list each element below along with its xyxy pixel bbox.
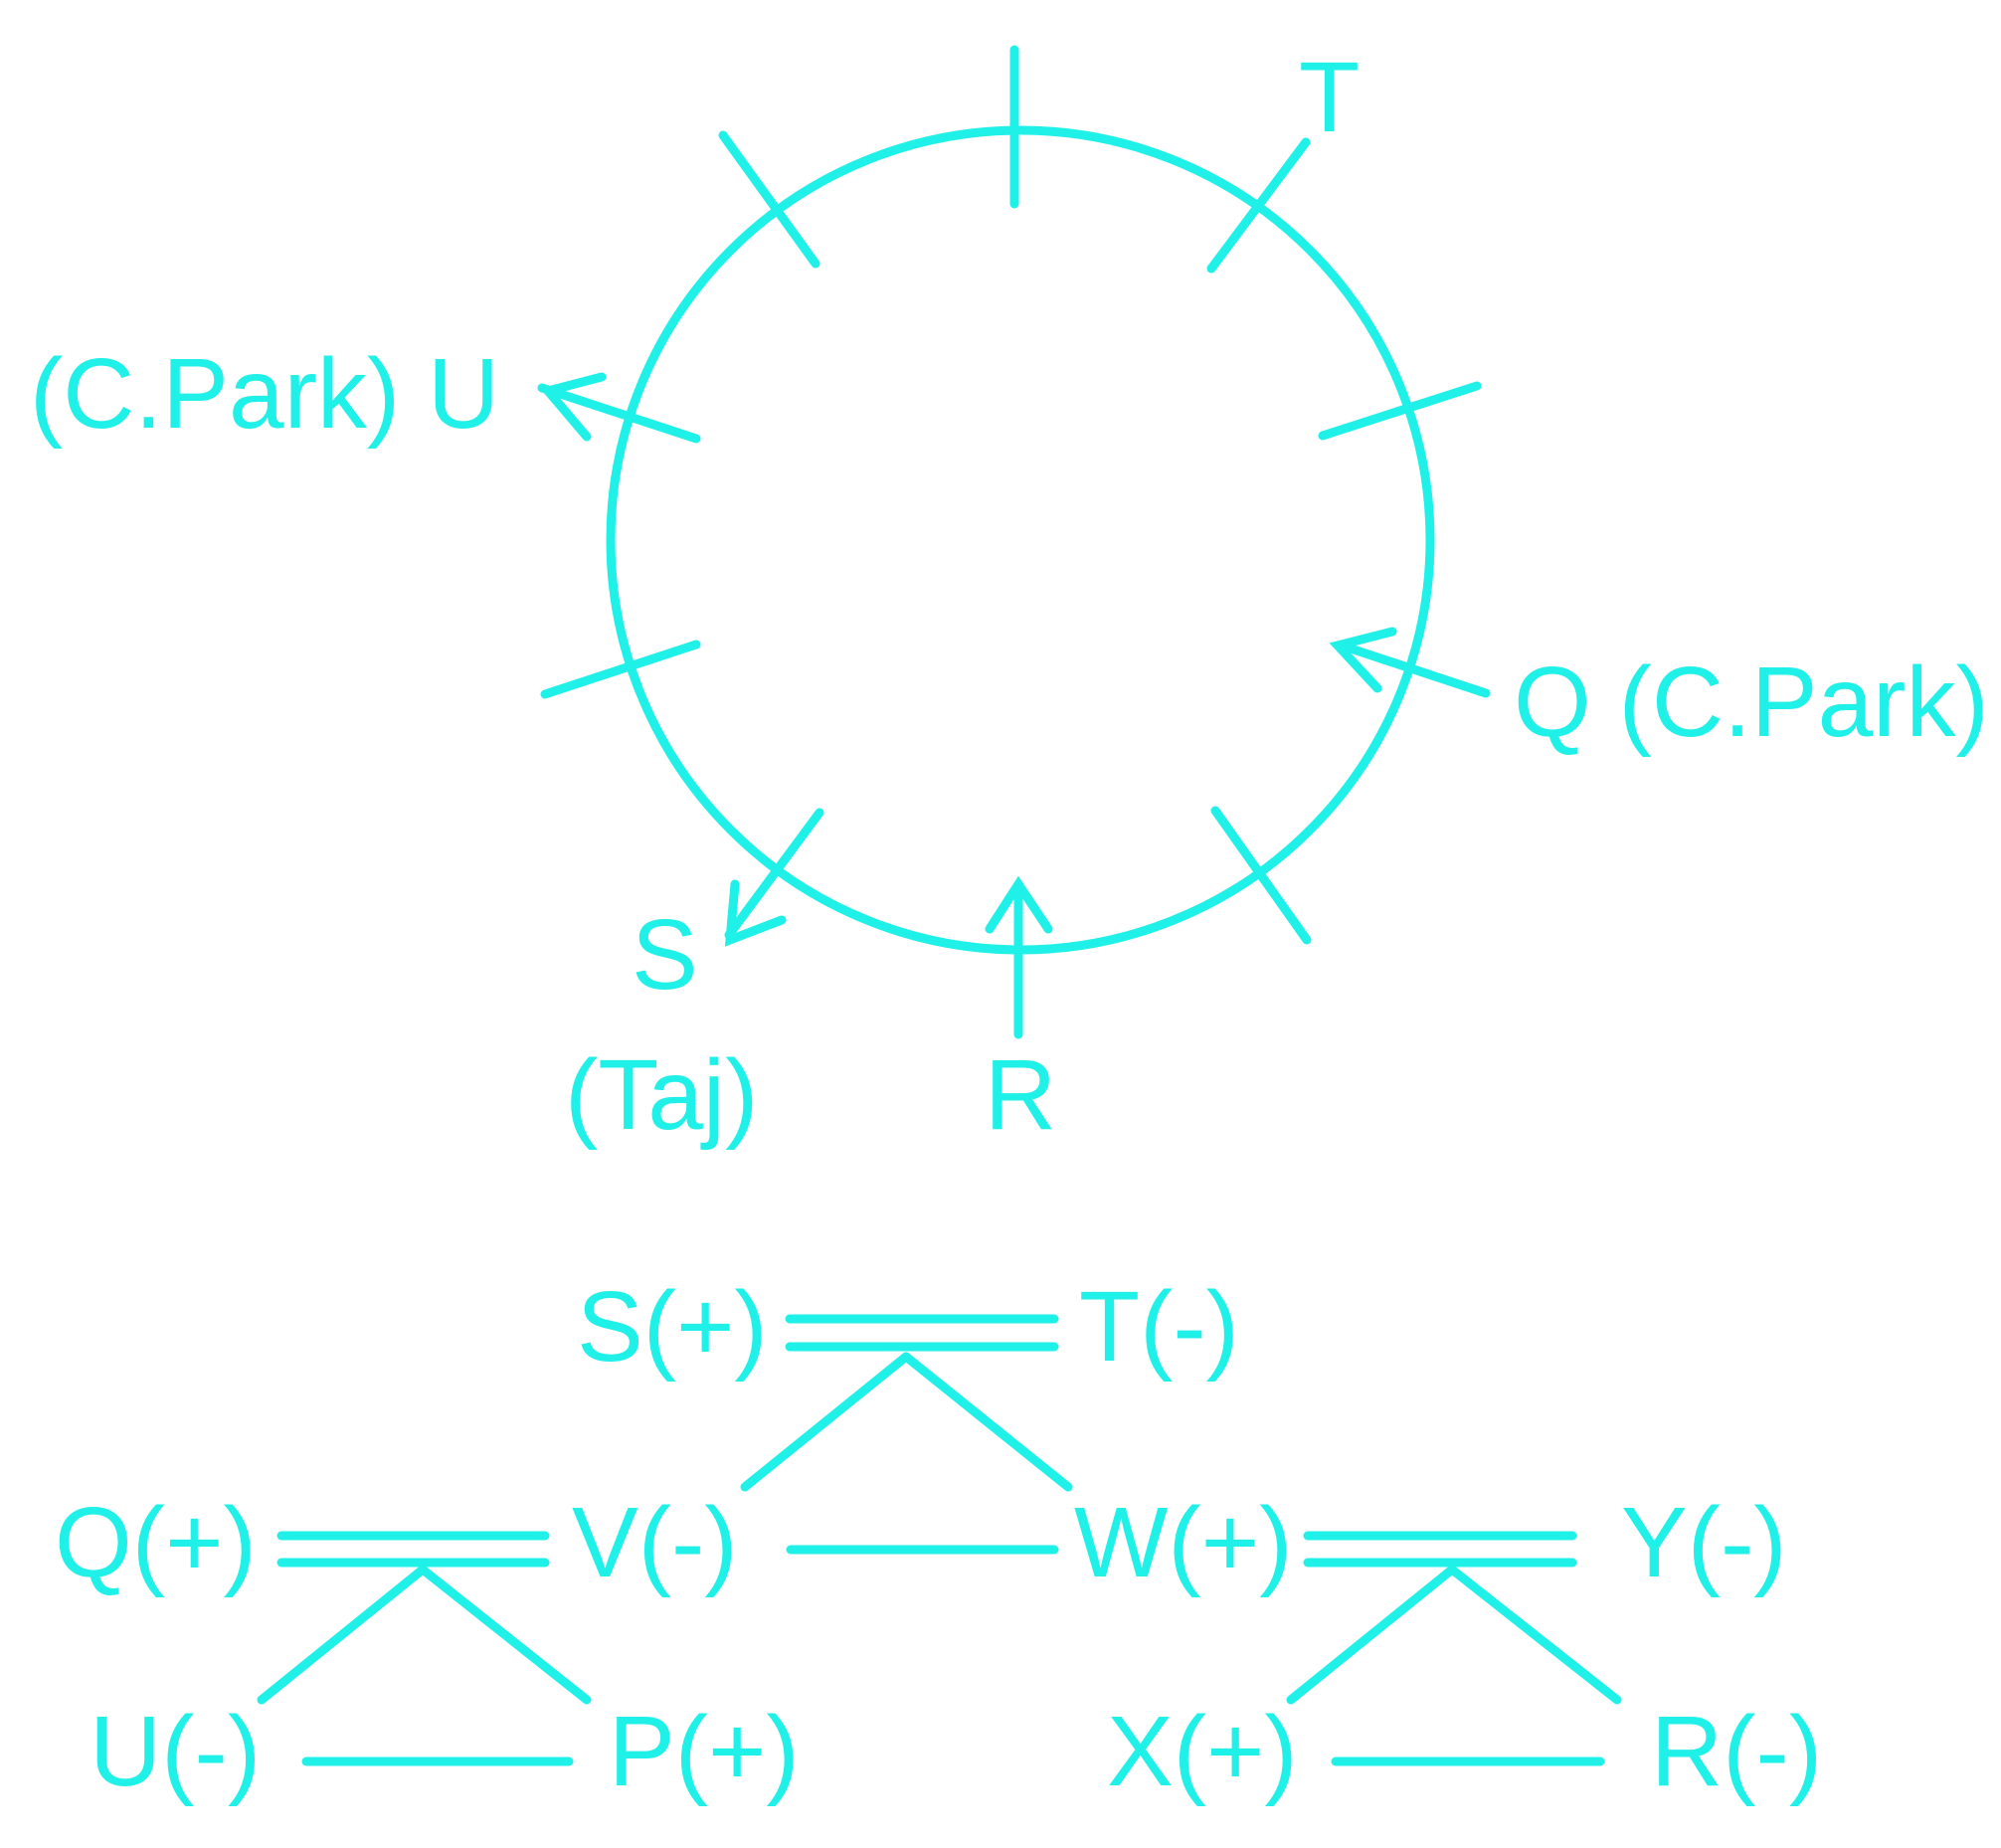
seat-right-lower: [1346, 644, 1491, 698]
arrow-head-u: [539, 372, 607, 442]
arrow-head-q: [1329, 627, 1397, 693]
member-x: X(+): [1107, 1696, 1298, 1807]
label-q: Q (C.Park): [1514, 647, 1989, 758]
member-u: U(-): [90, 1696, 261, 1807]
seat-top-left: [718, 130, 820, 269]
seat-top-right: [1206, 137, 1311, 274]
member-w: W(+): [1074, 1487, 1292, 1598]
member-t: T(-): [1079, 1271, 1239, 1383]
label-r: R: [985, 1039, 1056, 1151]
seat-bottom-left: [724, 808, 824, 940]
branch-w-y-to-r: [1447, 1565, 1622, 1705]
arrow-head-s: [724, 879, 787, 947]
member-r: R(-): [1651, 1696, 1822, 1807]
member-p: P(+): [609, 1696, 800, 1807]
label-u: (C.Park) U: [30, 338, 499, 450]
label-s: S: [632, 899, 698, 1011]
label-t: T: [1299, 42, 1360, 153]
member-s: S(+): [577, 1271, 768, 1383]
member-q: Q(+): [55, 1487, 257, 1598]
arrow-head-r: [985, 875, 1053, 934]
seat-left-lower: [540, 640, 701, 699]
seat-right-upper: [1318, 381, 1482, 441]
round-table: [606, 125, 1435, 955]
member-y: Y(-): [1621, 1487, 1787, 1598]
seat-bottom-right: [1210, 806, 1312, 945]
branch-q-v-to-u: [257, 1565, 428, 1705]
member-v: V(-): [572, 1487, 738, 1598]
branch-s-t-to-w: [901, 1352, 1073, 1492]
branch-w-y-to-x: [1286, 1565, 1457, 1705]
label-s-note: (Taj): [565, 1039, 758, 1151]
branch-q-v-to-p: [418, 1565, 592, 1705]
seat-left-upper: [537, 383, 701, 444]
branch-s-t-to-v: [740, 1352, 911, 1492]
